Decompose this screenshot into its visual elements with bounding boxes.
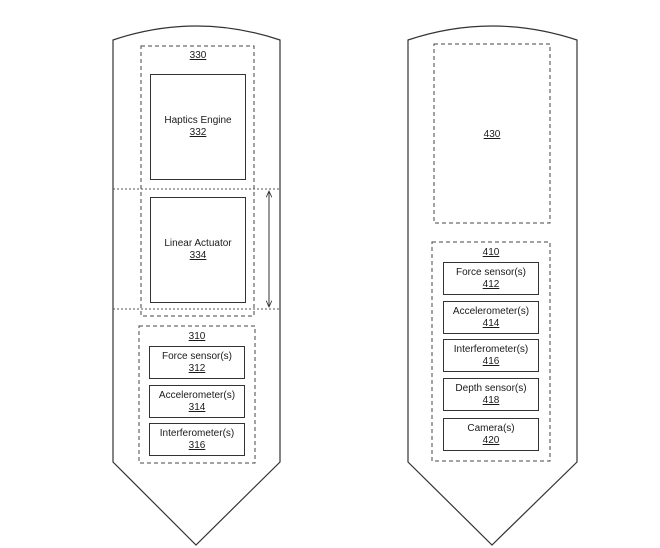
component-box-416: Interferometer(s) 416 — [443, 339, 539, 372]
group-410-box — [431, 241, 551, 462]
component-name: Interferometer(s) — [453, 343, 529, 355]
component-ref: 416 — [482, 355, 500, 367]
component-ref: 414 — [482, 317, 500, 329]
haptics-engine-name: Haptics Engine — [164, 115, 232, 126]
component-box-412: Force sensor(s) 412 — [443, 262, 539, 295]
component-ref: 418 — [482, 394, 500, 406]
component-name: Camera(s) — [467, 422, 515, 434]
component-ref: 420 — [482, 434, 500, 446]
component-box-316: Interferometer(s) 316 — [149, 423, 245, 456]
right-device-outline — [407, 25, 578, 546]
group-330-label: 330 — [189, 50, 207, 61]
component-ref: 312 — [188, 362, 206, 374]
group-310-box — [138, 325, 256, 464]
linear-actuator-box: Linear Actuator 334 — [150, 197, 246, 303]
component-box-418: Depth sensor(s) 418 — [443, 378, 539, 411]
component-box-312: Force sensor(s) 312 — [149, 346, 245, 379]
group-410-label: 410 — [482, 247, 500, 258]
component-ref: 316 — [188, 439, 206, 451]
component-box-414: Accelerometer(s) 414 — [443, 301, 539, 334]
component-ref: 412 — [482, 278, 500, 290]
group-310-label: 310 — [188, 331, 206, 342]
component-name: Depth sensor(s) — [455, 382, 527, 394]
left-device-outline — [112, 25, 281, 546]
haptics-engine-ref: 332 — [189, 127, 207, 138]
component-name: Force sensor(s) — [161, 350, 232, 362]
group-430-box — [433, 43, 551, 224]
haptics-engine-box: Haptics Engine 332 — [150, 74, 246, 180]
component-box-314: Accelerometer(s) 314 — [149, 385, 245, 418]
component-name: Accelerometer(s) — [452, 305, 530, 317]
component-ref: 314 — [188, 401, 206, 413]
group-330-box — [140, 45, 255, 317]
group-430-label: 430 — [483, 129, 501, 140]
linear-actuator-name: Linear Actuator — [164, 238, 232, 249]
linear-actuator-ref: 334 — [189, 250, 207, 261]
component-name: Accelerometer(s) — [158, 389, 236, 401]
component-name: Interferometer(s) — [159, 427, 235, 439]
component-box-420: Camera(s) 420 — [443, 418, 539, 451]
component-name: Force sensor(s) — [455, 266, 526, 278]
